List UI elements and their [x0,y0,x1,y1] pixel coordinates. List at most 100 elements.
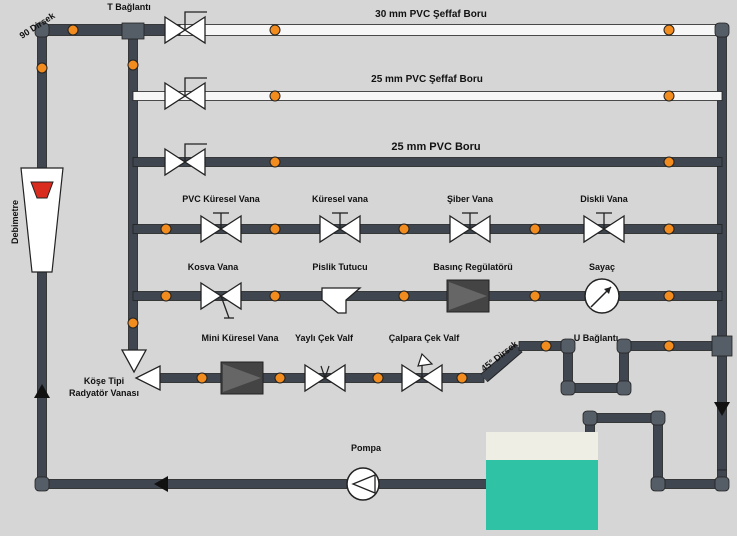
label-pvc-ball-valve: PVC Küresel Vana [182,194,261,204]
label-gate-valve: Şiber Vana [447,194,494,204]
label-30mm-clear-pipe: 30 mm PVC Şeffaf Boru [375,9,487,20]
label-meter: Sayaç [589,262,615,272]
label-spring-check-valve: Yaylı Çek Valf [295,333,354,343]
valve-row3 [164,143,207,177]
joint [372,372,384,384]
joint [274,372,286,384]
label-25mm-clear-pipe: 25 mm PVC Şeffaf Boru [371,74,483,85]
joint [663,24,675,36]
flow-arrow-left [154,476,168,492]
meter [584,278,620,314]
label-pressure-regulator: Basınç Regülatörü [433,262,513,272]
ball-valve [319,212,361,244]
mini-ball-valve [220,361,264,395]
flowmeter-float [30,181,54,199]
flow-arrow-up [34,384,50,398]
joint [196,372,208,384]
label-mini-ball-valve: Mini Küresel Vana [201,333,279,343]
gate-valve [449,212,491,244]
joint [529,223,541,235]
elbow-fitting [714,22,730,38]
valve-row2 [164,77,207,111]
joint [269,90,281,102]
pipe-segment [589,413,659,423]
joint [663,223,675,235]
joint [127,59,139,71]
label-swing-check-valve: Çalpara Çek Valf [389,333,461,343]
label-corner-valve-line2: Radyatör Vanası [69,388,139,398]
pipe-segment [132,157,723,167]
water-tank [486,432,598,530]
tee-fitting [121,22,145,40]
joint [529,290,541,302]
valve-row1 [164,11,207,45]
tee-fitting [711,335,733,357]
pipe-segment [179,24,723,36]
elbow-fitting [714,476,730,492]
spring-check-valve [304,363,346,393]
pipe-segment [653,417,663,485]
label-oblique-valve: Kosva Vana [188,262,240,272]
pvc-ball-valve [200,212,242,244]
strainer [321,287,362,314]
joint [160,290,172,302]
pipe-segment [567,383,625,393]
valves [164,11,625,393]
joint [663,340,675,352]
elbow-fitting [650,410,666,426]
pipe-network [37,24,727,489]
flow-arrows [34,384,730,492]
pipe-segment [128,33,138,356]
joint [160,223,172,235]
joint [269,223,281,235]
joint [127,317,139,329]
pressure-regulator [446,279,490,313]
joint [663,290,675,302]
swing-check-valve [401,352,443,393]
label-pump: Pompa [351,443,382,453]
joint [269,24,281,36]
joint [269,156,281,168]
label-25mm-pipe: 25 mm PVC Boru [391,141,480,153]
label-t-connection: T Bağlantı [107,2,151,12]
flow-arrow-down [714,402,730,416]
oblique-valve [200,281,242,319]
label-ball-valve: Küresel vana [312,194,369,204]
label-flowmeter: Debimetre [10,200,20,244]
elbow-fitting [34,476,50,492]
flowmeter [20,167,64,273]
pump [346,467,380,501]
corner-radiator-valve [120,349,161,392]
elbow-fitting [616,338,632,354]
labels: 30 mm PVC Şeffaf Boru 25 mm PVC Şeffaf B… [10,2,629,453]
joint [67,24,79,36]
elbow-fitting [34,22,50,38]
pipe-segment [41,479,491,489]
pipe-segment [132,91,723,101]
elbow-fitting [616,380,632,396]
label-strainer: Pislik Tutucu [312,262,367,272]
joints [36,24,675,384]
elbow-fitting [582,410,598,426]
joint [398,223,410,235]
joint [540,340,552,352]
elbow-fitting [560,380,576,396]
pipe-segment [41,24,181,36]
pipe-segment [132,224,723,234]
disc-valve [583,212,625,244]
fittings [34,22,733,492]
label-corner-valve-line1: Köşe Tipi [84,376,124,386]
label-disc-valve: Diskli Vana [580,194,629,204]
pipe-segment-45 [481,344,522,382]
pipe-segment [657,479,723,489]
elbow-fitting [650,476,666,492]
joint [398,290,410,302]
pipe-segment [132,291,723,301]
joint [663,156,675,168]
joint [456,372,468,384]
elbow-fitting [560,338,576,354]
joint [269,290,281,302]
joint [663,90,675,102]
label-u-connection: U Bağlantı [574,333,619,343]
